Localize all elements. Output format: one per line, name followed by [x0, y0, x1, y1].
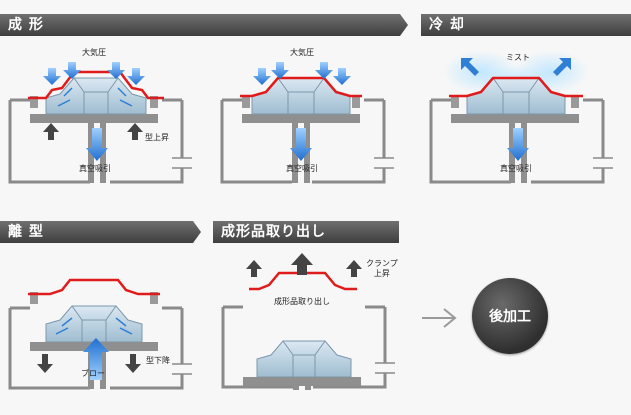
- release-diagram: [8, 278, 192, 390]
- forming-step1-diagram: [8, 62, 192, 184]
- mold: [45, 77, 147, 115]
- banner-product-removal: 成形品取り出し: [213, 221, 399, 243]
- label-vacuum-suction-2: 真空吸引: [286, 164, 318, 173]
- mold-up-arrow-left: [43, 123, 59, 140]
- label-mold-up: 型上昇: [145, 133, 169, 142]
- label-clamp-up-line1: クランプ: [366, 259, 398, 268]
- suction-small-arrows: [57, 87, 133, 107]
- label-mist: ミスト: [506, 53, 530, 62]
- platen: [30, 114, 158, 123]
- formed-product: [249, 271, 357, 291]
- arrow-right-icon: [422, 308, 457, 328]
- forming-step2-diagram: [220, 62, 394, 184]
- mold-up-arrow-right: [127, 123, 143, 140]
- removal-arrow: [291, 253, 313, 275]
- post-process-label: 後加工: [489, 309, 531, 325]
- banner-cooling: 冷 却: [421, 14, 631, 36]
- clamp-up-arrow-right: [346, 260, 362, 277]
- label-clamp-up-line2: 上昇: [373, 269, 390, 278]
- banner-release: 離 型: [0, 221, 201, 243]
- label-vacuum-suction-3: 真空吸引: [500, 164, 532, 173]
- label-vacuum-suction: 真空吸引: [79, 164, 111, 173]
- post-process-circle: 後加工: [472, 278, 548, 354]
- heated-sheet: [28, 70, 164, 100]
- mist-arrows: [461, 58, 571, 76]
- label-blow: ブロー: [81, 369, 105, 378]
- clamp: [30, 96, 158, 108]
- machine-frame: [8, 98, 184, 184]
- mold-down-arrow-right: [125, 354, 141, 373]
- banner-forming: 成 形: [0, 14, 408, 36]
- vacuum-arrow: [86, 128, 108, 161]
- blow-arrow: [83, 338, 109, 380]
- clamp-up-arrow-left: [246, 260, 262, 277]
- product-removal-diagram: [221, 253, 395, 390]
- label-product-removal: 成形品取り出し: [274, 297, 330, 306]
- label-clamp-up: クランプ 上昇: [366, 259, 398, 279]
- released-sheet: [28, 278, 160, 296]
- atmospheric-pressure-arrows: [43, 62, 145, 85]
- label-atmospheric-pressure-2: 大気圧: [290, 48, 314, 57]
- mold-down-arrow-left: [37, 354, 53, 373]
- cooling-diagram: [429, 50, 613, 184]
- label-mold-down: 型下降: [146, 356, 170, 365]
- label-atmospheric-pressure: 大気圧: [82, 48, 106, 57]
